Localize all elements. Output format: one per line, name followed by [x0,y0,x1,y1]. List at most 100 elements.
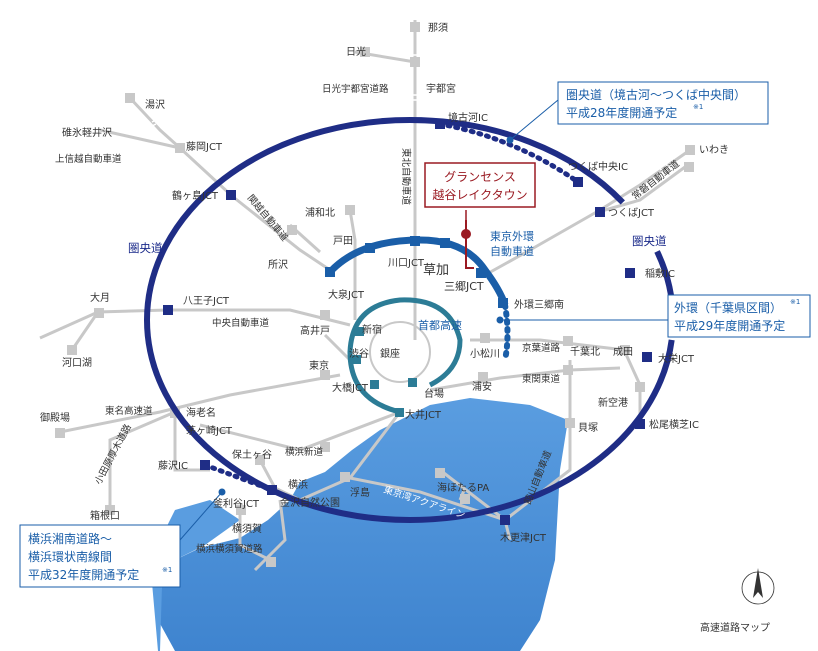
label-yokohama: 横浜 [288,478,308,491]
label-toda: 戸田 [333,235,353,247]
label-tsukuba-jct: つくばJCT [608,207,655,219]
label-tokorozawa: 所沢 [268,258,288,271]
label-shin-kuko: 新空港 [598,396,628,409]
label-nasu: 那須 [428,22,448,34]
label-hakone: 箱根口 [90,509,120,522]
shuto-label: 首都高速 [418,318,462,332]
label-kawaguchi: 川口JCT [388,258,425,269]
property-dot [461,229,471,239]
label-tsukuba-chuo: つくば中央IC [568,160,628,173]
label-misato: 三郷JCT [444,279,484,293]
north-arrow-icon [741,568,775,605]
road-breaks [147,54,669,172]
label-kanazawa: 金沢自然公園 [280,496,340,509]
label-shinjuku: 新宿 [362,323,382,336]
kenodo-label-east: 圏央道 [632,234,667,248]
label-joban: 常磐自動車道 [629,158,682,203]
tokyo-bay-sea [158,398,568,651]
label-ebina: 海老名 [186,406,216,419]
shuto-junctions [352,327,417,417]
gaikan-interchanges [325,236,508,308]
label-ukishima: 浮島 [350,486,370,499]
label-chigasaki: 茅ヶ崎JCT [186,424,233,437]
property-marker: グランセンス 越谷レイクタウン [424,162,536,269]
label-narita: 成田 [613,346,633,358]
label-sakaikoga: 境古河IC [448,111,488,124]
label-kawaguchiko: 河口湖 [62,357,92,369]
label-oizumi: 大泉JCT [328,288,365,301]
label-tokyo: 東京 [309,359,329,372]
label-komatsugawa: 小松川 [470,347,500,360]
road-nodes [55,22,695,567]
callout-kenodo-line2: 平成28年度開通予定 [566,105,677,120]
property-label-box [424,162,536,208]
label-daiba: 台場 [424,387,444,400]
label-soka: 草加 [423,263,449,278]
callout-yokohama-note: ※1 [162,566,172,574]
label-chiba-kita: 千葉北 [570,345,600,358]
label-kamariya: 釜利谷JCT [213,497,260,510]
callout-gaikan-line2: 平成29年度開通予定 [674,318,785,333]
callout-leaders [179,99,668,541]
gaikan-label-line1: 東京外環 [490,229,534,243]
label-nikko: 日光 [346,45,366,58]
property-name-line1: グランセンス [444,170,516,184]
label-takaido: 高井戸 [300,324,330,337]
label-umihotaru: 海ほたるPA [437,481,489,494]
label-fujisawa: 藤沢IC [158,459,188,472]
label-tsurugashima: 鶴ヶ島JCT [172,189,219,202]
label-joshinetsu: 上信越自動車道 [55,153,122,165]
callout-kenodo-line1: 圏央道（境古河〜つくば中央間） [566,87,746,102]
label-yokohama-shindo: 横浜新道 [285,446,324,458]
kenodo-interchanges [163,119,652,525]
label-urawa-kita: 浦和北 [305,206,335,219]
callout-gaikan: 外環（千葉県区間） ※1 平成29年度開通予定 [667,294,811,338]
label-utsunomiya: 宇都宮 [426,82,456,95]
label-sakae: 大栄JCT [658,352,695,365]
label-hachioji: 八王子JCT [183,295,230,307]
callout-yokohama-line1: 横浜湘南道路〜 [28,531,112,546]
label-hodogaya: 保土ヶ谷 [232,448,272,461]
kenodo-label-west: 圏央道 [128,241,163,255]
callout-gaikan-line1: 外環（千葉県区間） [674,301,782,315]
label-ohashi: 大橋JCT [332,381,369,394]
label-nikko-utsunomiya-road: 日光宇都宮道路 [322,83,389,95]
label-tohoku: 東北自動車道 [400,148,412,206]
property-name-line2: 越谷レイクタウン [432,188,527,202]
callout-yokohama: 横浜湘南道路〜 横浜環状南線間 平成32年度開通予定 ※1 [19,524,181,588]
label-fujioka: 藤岡JCT [186,141,223,153]
gaikan-label-line2: 自動車道 [490,244,534,258]
label-kanetsu: 関越自動車道 [245,192,291,244]
label-tomei: 東名高速道 [105,405,153,417]
callout-yokohama-line3: 平成32年度開通予定 [28,567,139,582]
label-keiyo: 京葉道路 [522,342,561,354]
label-usui: 碓氷軽井沢 [62,126,112,139]
label-chuo-expwy: 中央自動車道 [212,317,270,329]
label-ginza: 銀座 [380,347,400,360]
label-misato-minami: 外環三郷南 [514,298,564,311]
label-shibuya: 渋谷 [349,347,369,360]
label-iwaki: いわき [699,144,729,156]
map-title: 高速道路マップ [700,621,770,634]
label-higashi-kanto: 東関東道 [522,373,561,385]
callout-gaikan-note: ※1 [790,298,800,306]
label-inashiki: 稲敷IC [645,267,675,280]
callout-kenodo-note: ※1 [693,103,703,111]
label-kaizuka: 貝塚 [578,422,598,434]
label-yokosuka-road: 横浜横須賀道路 [196,543,263,555]
label-otsuki: 大月 [90,291,110,304]
callout-kenodo: 圏央道（境古河〜つくば中央間） 平成28年度開通予定 ※1 [557,81,769,125]
callout-yokohama-line2: 横浜環状南線間 [28,549,112,564]
label-matsuo: 松尾横芝IC [649,418,699,431]
label-odawara-atsugi: 小田原厚木道路 [92,422,134,487]
place-labels: 那須 日光 宇都宮 日光宇都宮道路 湯沢 碓氷軽井沢 藤岡JCT 上信越自動車道… [40,22,770,634]
label-gotemba: 御殿場 [40,411,70,424]
label-urayasu: 浦安 [472,380,492,393]
label-yuzawa: 湯沢 [145,98,165,111]
label-yokosuka: 横須賀 [232,522,262,535]
shuto-ring [347,297,463,415]
label-oi: 大井JCT [405,408,442,421]
label-kisarazu: 木更津JCT [500,532,547,544]
